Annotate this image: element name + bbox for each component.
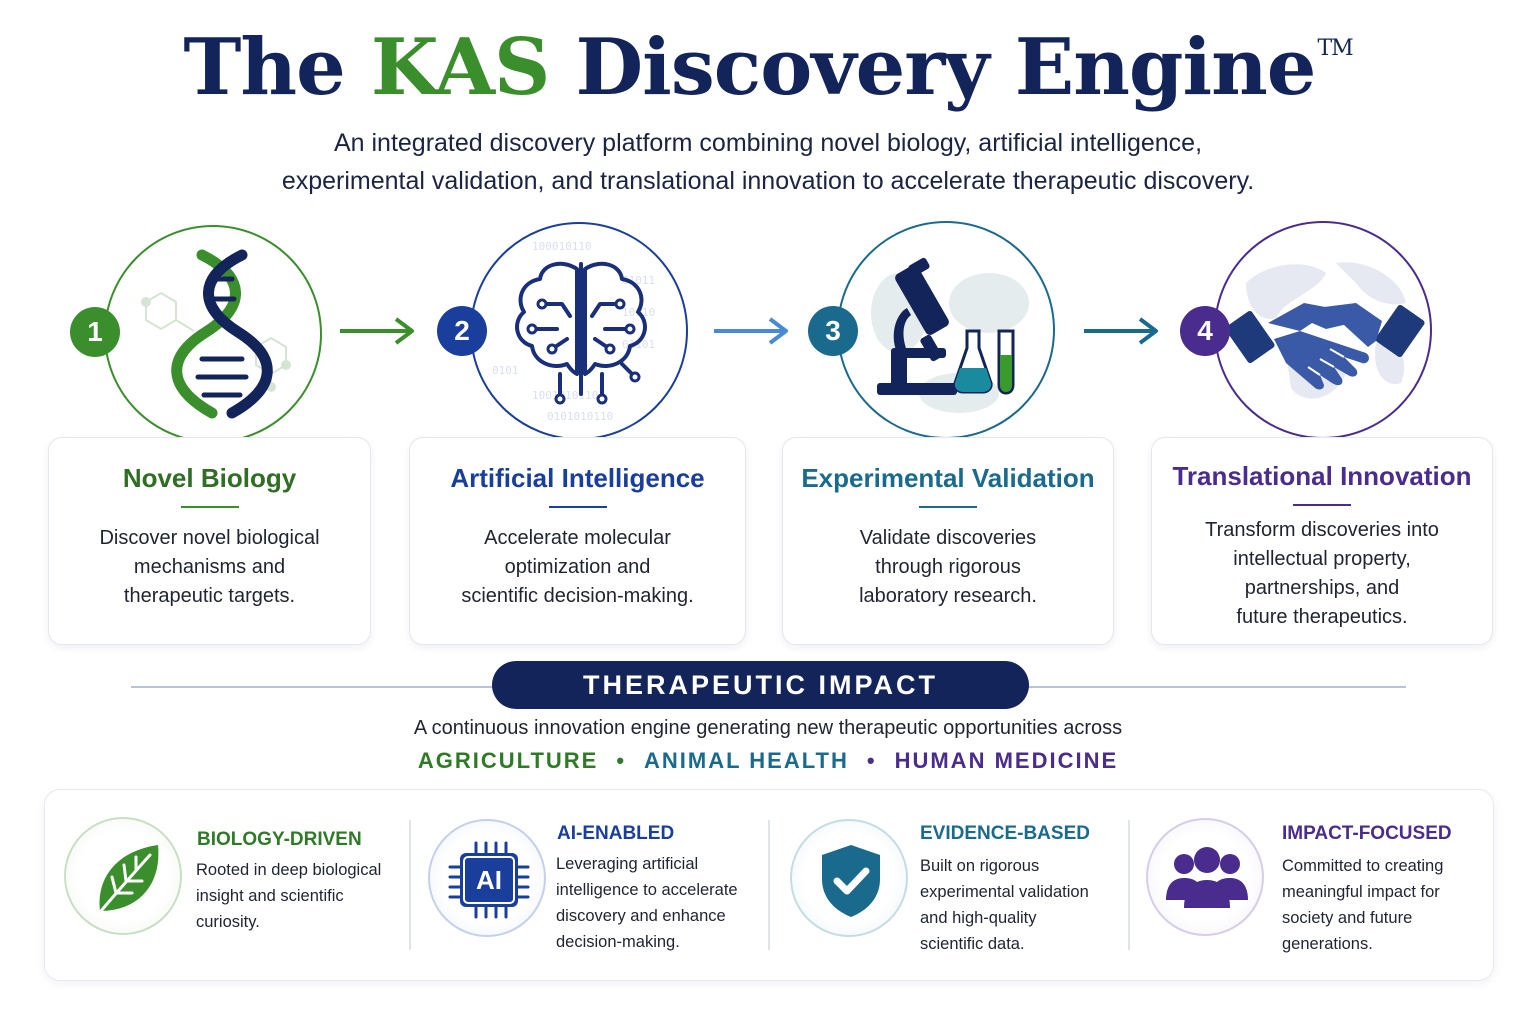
shield-check-icon — [790, 819, 908, 937]
handshake-icon — [1225, 262, 1425, 399]
feature-title: EVIDENCE-BASED — [920, 823, 1090, 844]
step-4-circle — [1214, 221, 1432, 439]
trademark: TM — [1317, 36, 1353, 61]
arrow-right-icon — [340, 317, 414, 345]
therapeutic-impact-banner: THERAPEUTIC IMPACT — [492, 661, 1029, 709]
svg-text:10010101101: 10010101101 — [532, 389, 605, 402]
bullet-icon: • — [616, 748, 627, 773]
dna-icon — [141, 249, 291, 419]
step-description: Accelerate molecular optimization and sc… — [461, 527, 694, 607]
impact-divider-left — [131, 686, 493, 688]
bullet-icon: • — [866, 748, 877, 773]
impact-divider-right — [1028, 686, 1406, 688]
sector-agriculture: AGRICULTURE — [417, 748, 599, 773]
title-underline — [1293, 504, 1351, 506]
ai-chip-label: AI — [476, 865, 502, 895]
ai-chip-icon: AI — [428, 819, 546, 937]
step-4-number: 4 — [1180, 306, 1230, 356]
step-card-experimental-validation: Experimental Validation Validate discove… — [782, 437, 1114, 645]
feature-title: IMPACT-FOCUSED — [1282, 823, 1452, 844]
svg-text:0101: 0101 — [492, 364, 519, 377]
step-description: Discover novel biological mechanisms and… — [99, 527, 320, 607]
title-underline — [919, 506, 977, 508]
sector-list: AGRICULTURE • ANIMAL HEALTH • HUMAN MEDICINE — [0, 748, 1536, 774]
step-card-artificial-intelligence: Artificial Intelligence Accelerate molec… — [409, 437, 746, 645]
feature-title: BIOLOGY-DRIVEN — [197, 829, 362, 850]
feature-text: Committed to creating meaningful impact … — [1282, 857, 1444, 953]
step-title: Translational Innovation — [1172, 461, 1472, 491]
step-description: Validate discoveries through rigorous la… — [859, 527, 1037, 607]
feature-text: Built on rigorous experimental validatio… — [920, 857, 1089, 953]
sector-human-medicine: HUMAN MEDICINE — [894, 748, 1119, 773]
step-1-number: 1 — [70, 307, 120, 357]
feature-title: AI-ENABLED — [557, 823, 675, 844]
step-title: Novel Biology — [122, 463, 297, 493]
step-card-novel-biology: Novel Biology Discover novel biological … — [48, 437, 371, 645]
feature-divider — [768, 820, 770, 950]
svg-text:100010110: 100010110 — [532, 240, 592, 253]
step-title: Experimental Validation — [801, 463, 1095, 493]
arrow-right-icon — [1084, 317, 1158, 345]
feature-divider — [409, 820, 411, 950]
title-kas: KAS — [370, 22, 550, 113]
page-title: The KAS Discovery EngineTM — [183, 22, 1353, 113]
title-underline — [180, 506, 239, 508]
step-description: Transform discoveries into intellectual … — [1205, 519, 1439, 628]
subtitle: An integrated discovery platform combini… — [281, 129, 1255, 195]
step-3-number: 3 — [808, 306, 858, 356]
feature-divider — [1128, 820, 1130, 950]
svg-text:0101010110: 0101010110 — [547, 410, 613, 423]
step-3-circle — [837, 221, 1055, 439]
step-1-circle — [104, 225, 322, 443]
microscope-icon — [871, 257, 1029, 413]
feature-text: Rooted in deep biological insight and sc… — [196, 861, 382, 931]
leaf-icon — [64, 817, 182, 935]
step-card-translational-innovation: Translational Innovation Transform disco… — [1151, 437, 1493, 645]
feature-text: Leveraging artificial intelligence to ac… — [556, 855, 738, 951]
impact-description: A continuous innovation engine generatin… — [413, 717, 1123, 739]
step-2-number: 2 — [437, 306, 487, 356]
arrow-right-icon — [714, 317, 788, 345]
sector-animal-health: ANIMAL HEALTH — [644, 748, 849, 773]
people-icon — [1146, 818, 1264, 936]
title-underline — [548, 506, 607, 508]
step-title: Artificial Intelligence — [450, 463, 705, 493]
